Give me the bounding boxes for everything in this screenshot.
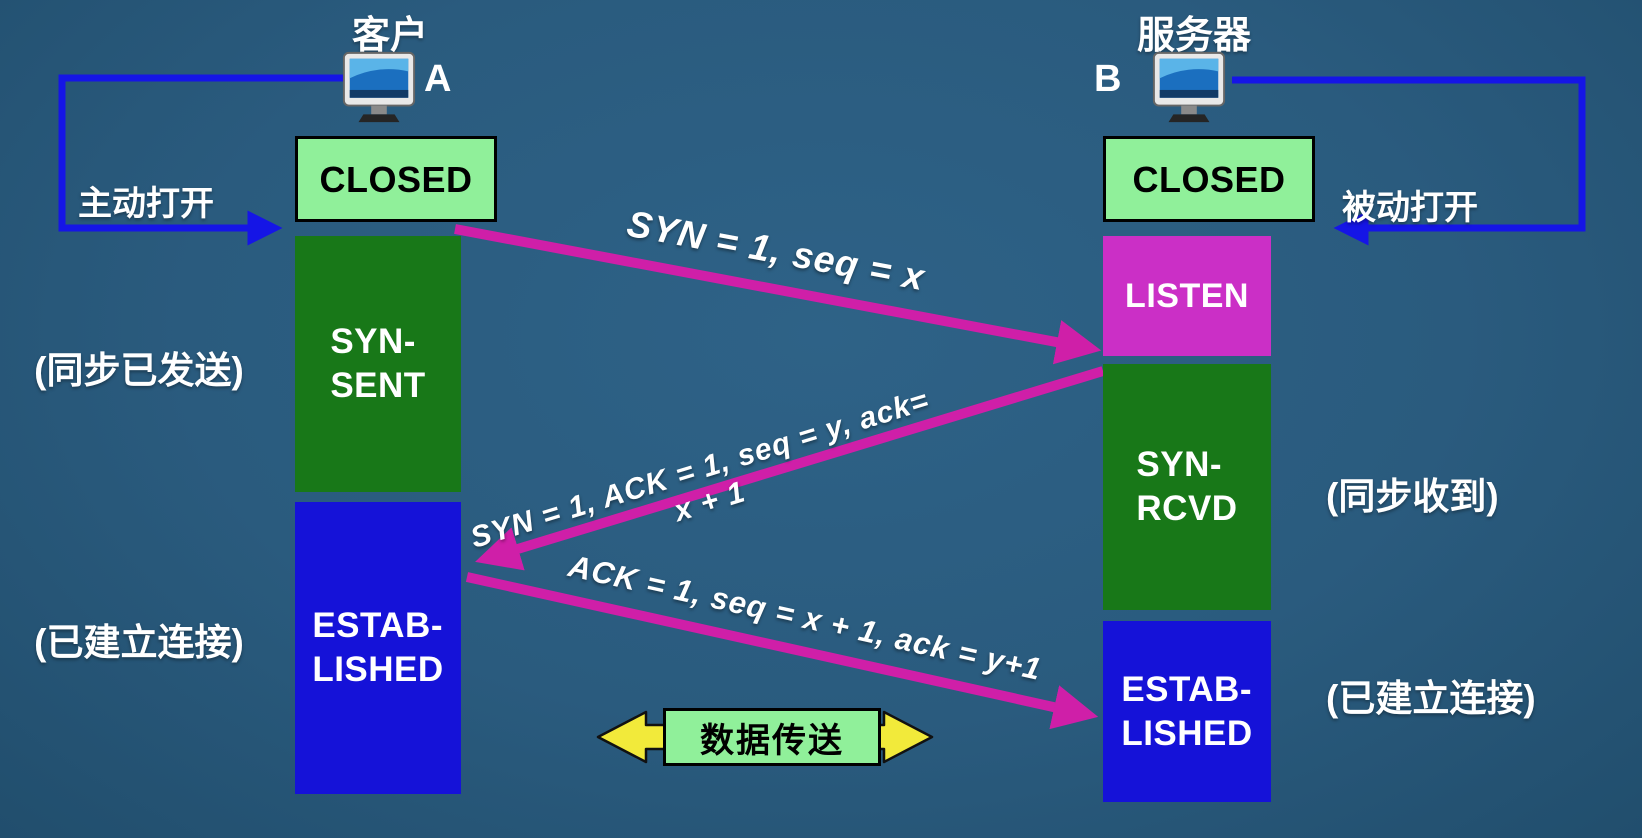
server-state-established: ESTAB- LISHED <box>1103 621 1271 802</box>
passive-open-label: 被动打开 <box>1342 189 1478 227</box>
server-computer-icon <box>1152 51 1226 123</box>
client-state-established: ESTAB- LISHED <box>295 502 461 794</box>
client-note-established: (已建立连接) <box>34 622 244 663</box>
server-title: 服务器 <box>1136 15 1251 57</box>
client-note-syn-sent: (同步已发送) <box>34 350 244 391</box>
data-transfer-label: 数据传送 <box>700 721 844 760</box>
passive-open-arrow <box>1232 76 1586 246</box>
server-state-closed: CLOSED <box>1103 136 1315 222</box>
server-state-syn-rcvd-label: SYN- RCVD <box>1136 445 1238 528</box>
server-state-closed-label: CLOSED <box>1132 158 1286 200</box>
server-state-established-label: ESTAB- LISHED <box>1121 669 1253 753</box>
client-state-established-label: ESTAB- LISHED <box>312 606 444 689</box>
client-letter: A <box>424 58 452 100</box>
server-state-listen-label: LISTEN <box>1125 276 1249 315</box>
client-computer-icon <box>342 51 416 123</box>
ack-arrow <box>465 572 1099 730</box>
data-transfer-box: 数据传送 <box>663 708 881 766</box>
active-open-label: 主动打开 <box>78 185 214 223</box>
client-title: 客户 <box>351 15 428 57</box>
server-note-syn-rcvd: (同步收到) <box>1326 476 1499 517</box>
server-note-established: (已建立连接) <box>1326 678 1536 719</box>
client-state-syn-sent-label: SYN- SENT <box>330 322 426 405</box>
syn-ack-arrow <box>475 366 1105 571</box>
client-state-closed: CLOSED <box>295 136 497 222</box>
active-open-arrow <box>58 74 350 246</box>
syn-arrow <box>454 224 1102 365</box>
server-state-listen: LISTEN <box>1103 236 1271 356</box>
server-letter: B <box>1094 58 1122 100</box>
server-state-syn-rcvd: SYN- RCVD <box>1103 364 1271 610</box>
client-state-closed-label: CLOSED <box>319 158 473 200</box>
client-state-syn-sent: SYN- SENT <box>295 236 461 492</box>
